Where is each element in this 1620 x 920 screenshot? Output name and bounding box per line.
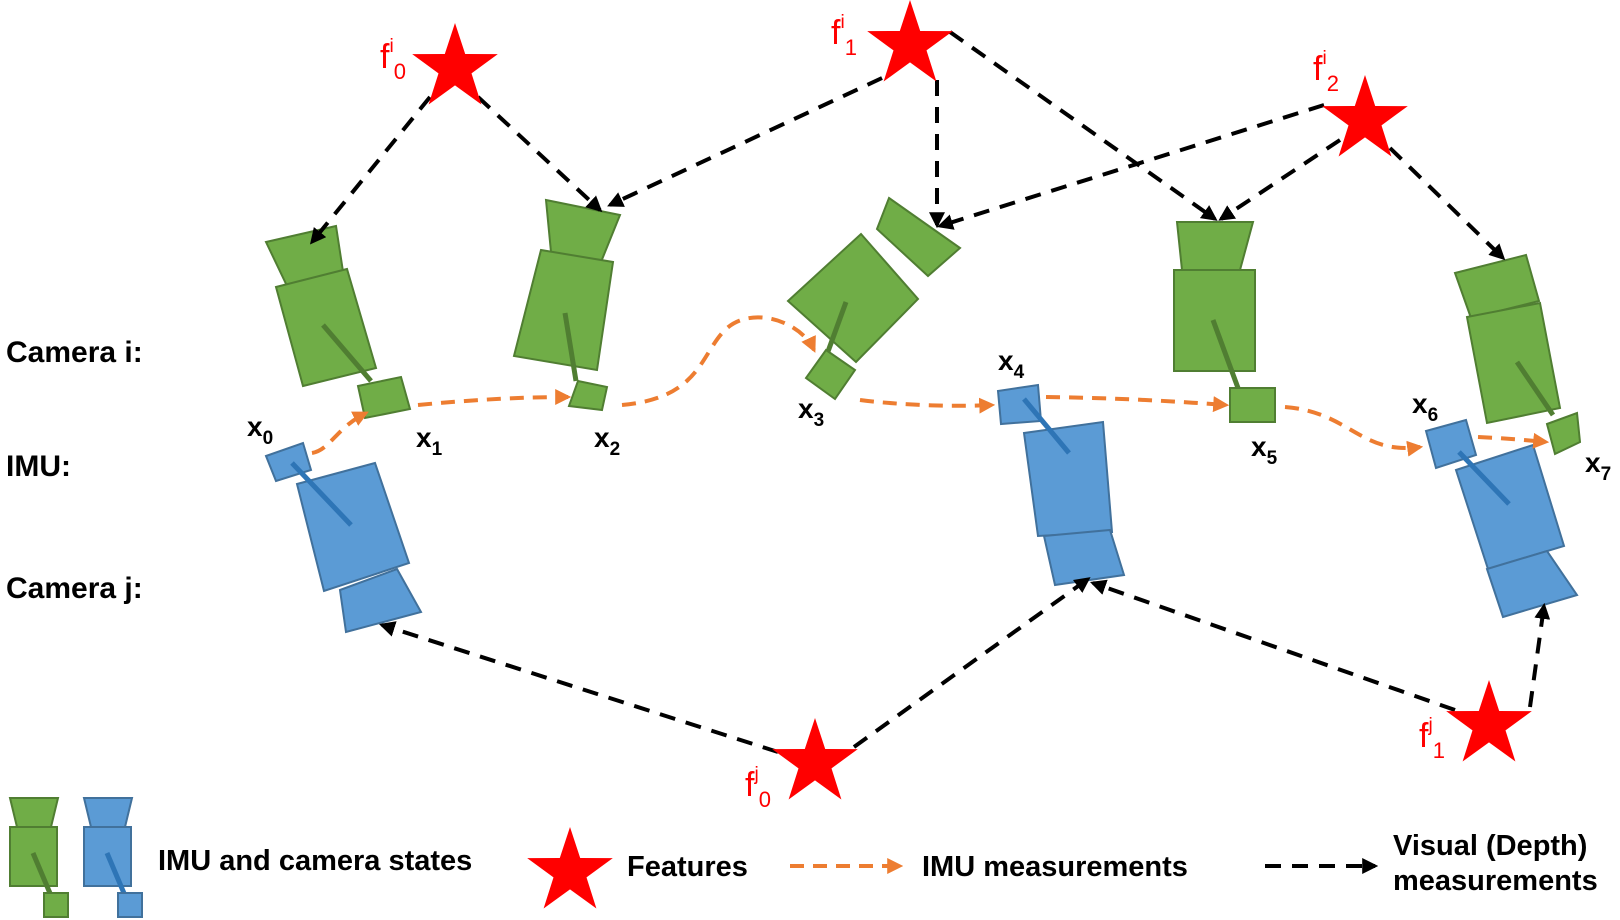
camera-j-state-0 xyxy=(264,441,423,634)
state-label-x1: x1 xyxy=(416,422,443,460)
legend-features-label: Features xyxy=(627,851,748,883)
green-camera-icon xyxy=(8,797,69,918)
feature-fj1: fj1 xyxy=(1419,680,1532,763)
state-label-x4: x4 xyxy=(998,345,1025,383)
feature-label-fi2: fi2 xyxy=(1313,48,1339,96)
camera-i-state-2 xyxy=(512,198,622,412)
row-label-camera-j: Camera j: xyxy=(6,572,143,605)
row-label-camera-i: Camera i: xyxy=(6,336,143,369)
legend-visual-label-line2: measurements xyxy=(1393,865,1598,897)
feature-label-fj0: fj0 xyxy=(745,764,771,812)
row-label-imu: IMU: xyxy=(6,450,71,483)
star-icon xyxy=(1322,75,1408,157)
feature-label-fi0: fi0 xyxy=(380,36,406,84)
legend-imu-label: IMU measurements xyxy=(922,851,1188,883)
legend-visual-label: Visual (Depth) measurements xyxy=(1393,830,1598,897)
camera-j-state-4 xyxy=(996,383,1126,587)
camera-i-state-5 xyxy=(1173,221,1276,423)
state-label-x2: x2 xyxy=(594,422,620,460)
feature-fi0: fi0 xyxy=(380,23,498,105)
imu-measurement-arrows xyxy=(311,315,1550,457)
legend-states-icons xyxy=(8,797,143,918)
visual-measurement-arrows xyxy=(309,30,1551,754)
star-icon xyxy=(527,827,613,909)
camera-i-state-1 xyxy=(264,224,412,420)
star-icon xyxy=(412,23,498,105)
star-icon xyxy=(772,718,858,800)
feature-fi2: fi2 xyxy=(1313,48,1408,157)
legend-states-label: IMU and camera states xyxy=(158,845,472,877)
star-icon xyxy=(867,0,953,82)
state-label-x5: x5 xyxy=(1251,431,1278,469)
blue-camera-icon xyxy=(82,797,143,918)
feature-label-fi1: fi1 xyxy=(831,12,857,60)
state-label-x3: x3 xyxy=(798,393,824,431)
feature-fj0: fj0 xyxy=(745,718,858,812)
camera-i-state-3 xyxy=(786,196,962,401)
star-icon xyxy=(1446,680,1532,762)
legend-visual-label-line1: Visual (Depth) xyxy=(1393,830,1587,862)
state-label-x6: x6 xyxy=(1412,388,1438,426)
feature-label-fj1: fj1 xyxy=(1419,715,1445,763)
camera-i-state-7 xyxy=(1453,253,1582,456)
feature-fi1: fi1 xyxy=(831,0,953,82)
legend: IMU and camera states Features IMU measu… xyxy=(8,797,1598,918)
state-label-x7: x7 xyxy=(1585,447,1611,485)
camera-j-state-6 xyxy=(1424,418,1579,619)
state-label-x0: x0 xyxy=(247,411,273,449)
